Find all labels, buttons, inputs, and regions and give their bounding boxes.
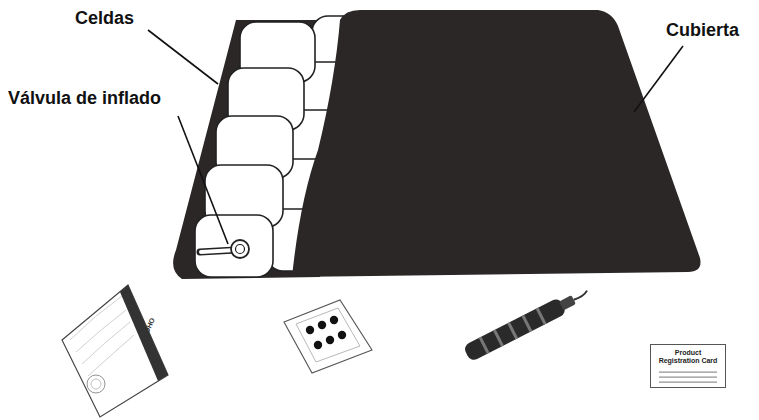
- booklet-spine: [120, 285, 168, 381]
- cushion-cover: [292, 10, 701, 277]
- booklet-pattern: [70, 296, 134, 376]
- patch-dots: [306, 316, 346, 349]
- hand-pump: [463, 284, 592, 362]
- valve-cap: [236, 245, 245, 254]
- part-label: Cubierta: [666, 20, 739, 41]
- leader-line: [148, 30, 218, 84]
- repair-kit: [284, 300, 372, 373]
- repair-kit: [296, 308, 360, 362]
- card-rule: [659, 377, 717, 378]
- valve-stem: [201, 250, 235, 252]
- card-rule: [659, 372, 717, 373]
- card-rule: [659, 382, 717, 383]
- card-title: Product Registration Card: [656, 349, 720, 365]
- booklet-seal: [91, 379, 101, 389]
- leader-line: [178, 116, 228, 244]
- part-label: Celdas: [75, 8, 134, 29]
- leader-line: [634, 46, 683, 112]
- manual-booklet: [62, 285, 168, 417]
- part-label: Válvula de inflado: [8, 88, 161, 109]
- valve-cap: [231, 240, 249, 258]
- air-cell: [195, 215, 273, 277]
- booklet-seal: [87, 375, 105, 393]
- registration-card: Product Registration Card: [650, 344, 726, 388]
